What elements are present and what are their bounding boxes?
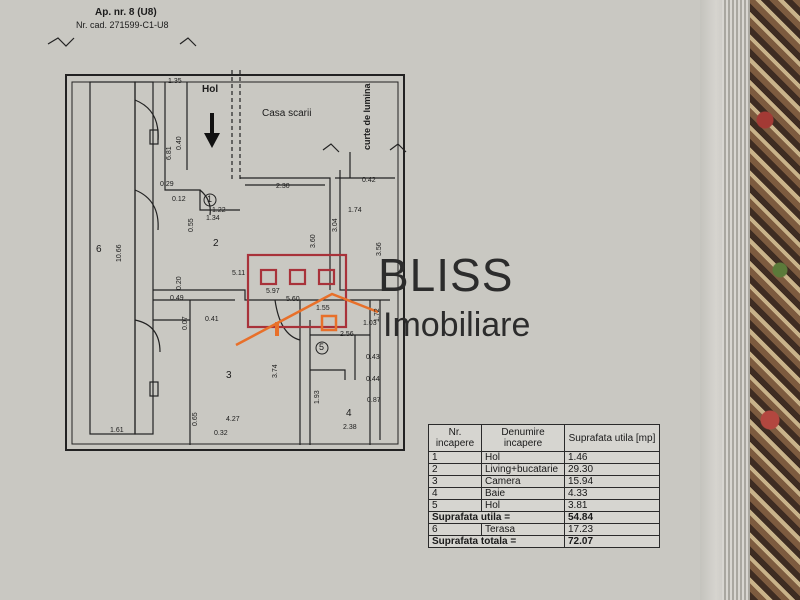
casa-scarii-label: Casa scarii: [262, 108, 312, 119]
dim-label: 0.43: [366, 354, 380, 361]
dim-label: 3.04: [332, 218, 339, 232]
row-area: 4.33: [564, 487, 660, 500]
dim-label: 1.22: [212, 207, 226, 214]
dim-label: 0.44: [366, 376, 380, 383]
dim-label: 0.07: [182, 316, 189, 330]
row-nr: 2: [428, 463, 482, 476]
table-row: 4 Baie 4.33: [428, 487, 660, 500]
row-nr: 1: [428, 451, 482, 464]
dim-label: 0.87: [367, 397, 381, 404]
row-nr: 3: [428, 475, 482, 488]
dim-label: 0.20: [176, 276, 183, 290]
dim-label: 1.55: [316, 305, 330, 312]
dim-label: 0.40: [176, 136, 183, 150]
curte-de-lumina-label: curte de lumina: [362, 83, 372, 150]
dim-label: 0.32: [214, 430, 228, 437]
brand-subtitle: Imobiliare: [383, 306, 531, 344]
dim-label: 0.41: [205, 316, 219, 323]
table-row: 5 Hol 3.81: [428, 499, 660, 512]
dim-label: 1.93: [314, 390, 321, 404]
cadastral-number: Nr. cad. 271599-C1-U8: [76, 20, 169, 30]
dim-label: 0.55: [188, 218, 195, 232]
total-area: 72.07: [564, 535, 660, 548]
floor-plan: [47, 37, 407, 451]
row-area: 1.46: [564, 451, 660, 464]
table-header-row: Nr. incapere Denumire incapere Suprafata…: [428, 424, 660, 452]
room-number-2: 2: [213, 238, 219, 249]
dim-label: 3.74: [272, 364, 279, 378]
dim-label: 1.72: [374, 308, 381, 322]
dim-label: 3.60: [310, 234, 317, 248]
dim-label: 4.27: [226, 416, 240, 423]
row-name: Hol: [481, 451, 565, 464]
row-nr: 6: [428, 523, 482, 536]
dim-label: 0.65: [192, 412, 199, 426]
area-table: Nr. incapere Denumire incapere Suprafata…: [428, 424, 660, 548]
room-number-5: 5: [319, 342, 325, 352]
row-area: 3.81: [564, 499, 660, 512]
row-name: Baie: [481, 487, 565, 500]
dim-label: 1.03: [363, 320, 377, 327]
row-nr: 4: [428, 487, 482, 500]
room-number-6: 6: [96, 244, 102, 255]
room-number-1: 1: [207, 194, 213, 204]
row-area: 17.23: [564, 523, 660, 536]
dim-label: 1.34: [206, 215, 220, 222]
dim-label: 2.56: [340, 331, 354, 338]
dim-label: 6.81: [166, 146, 173, 160]
dim-label: 0.49: [170, 295, 184, 302]
header-area: Suprafata utila [mp]: [564, 424, 660, 452]
dim-label: 0.29: [160, 181, 174, 188]
row-name: Hol: [481, 499, 565, 512]
table-row: 2 Living+bucatarie 29.30: [428, 463, 660, 476]
hol-label: Hol: [202, 84, 219, 95]
header-nr: Nr. incapere: [428, 424, 482, 452]
table-row: 1 Hol 1.46: [428, 451, 660, 464]
dim-label: 0.42: [362, 177, 376, 184]
dim-label: 2.30: [276, 183, 290, 190]
dim-label: 2.38: [343, 424, 357, 431]
room-number-4: 4: [346, 408, 352, 419]
row-area: 29.30: [564, 463, 660, 476]
brand-name: BLISS: [378, 249, 514, 301]
dim-label: 10.66: [116, 244, 123, 262]
subtotal-area: 54.84: [564, 511, 660, 524]
table-row: 3 Camera 15.94: [428, 475, 660, 488]
dim-label: 1.35: [168, 78, 182, 85]
dim-label: 0.12: [172, 196, 186, 203]
dim-label: 5.11: [232, 270, 246, 277]
apartment-number: Ap. nr. 8 (U8): [95, 7, 157, 18]
row-nr: 5: [428, 499, 482, 512]
header-name: Denumire incapere: [481, 424, 565, 452]
dim-label: 1.61: [110, 427, 124, 434]
total-label: Suprafata totala =: [428, 535, 565, 548]
dim-label: 5.60: [286, 296, 300, 303]
row-name: Camera: [481, 475, 565, 488]
background-carpet: [750, 0, 800, 600]
row-name: Terasa: [481, 523, 565, 536]
total-row: Suprafata totala = 72.07: [428, 535, 660, 548]
subtotal-label: Suprafata utila =: [428, 511, 565, 524]
subtotal-row: Suprafata utila = 54.84: [428, 511, 660, 524]
row-name: Living+bucatarie: [481, 463, 565, 476]
table-row: 6 Terasa 17.23: [428, 523, 660, 536]
dim-label: 5.97: [266, 288, 280, 295]
row-area: 15.94: [564, 475, 660, 488]
room-number-3: 3: [226, 370, 232, 381]
dim-label: 1.74: [348, 207, 362, 214]
